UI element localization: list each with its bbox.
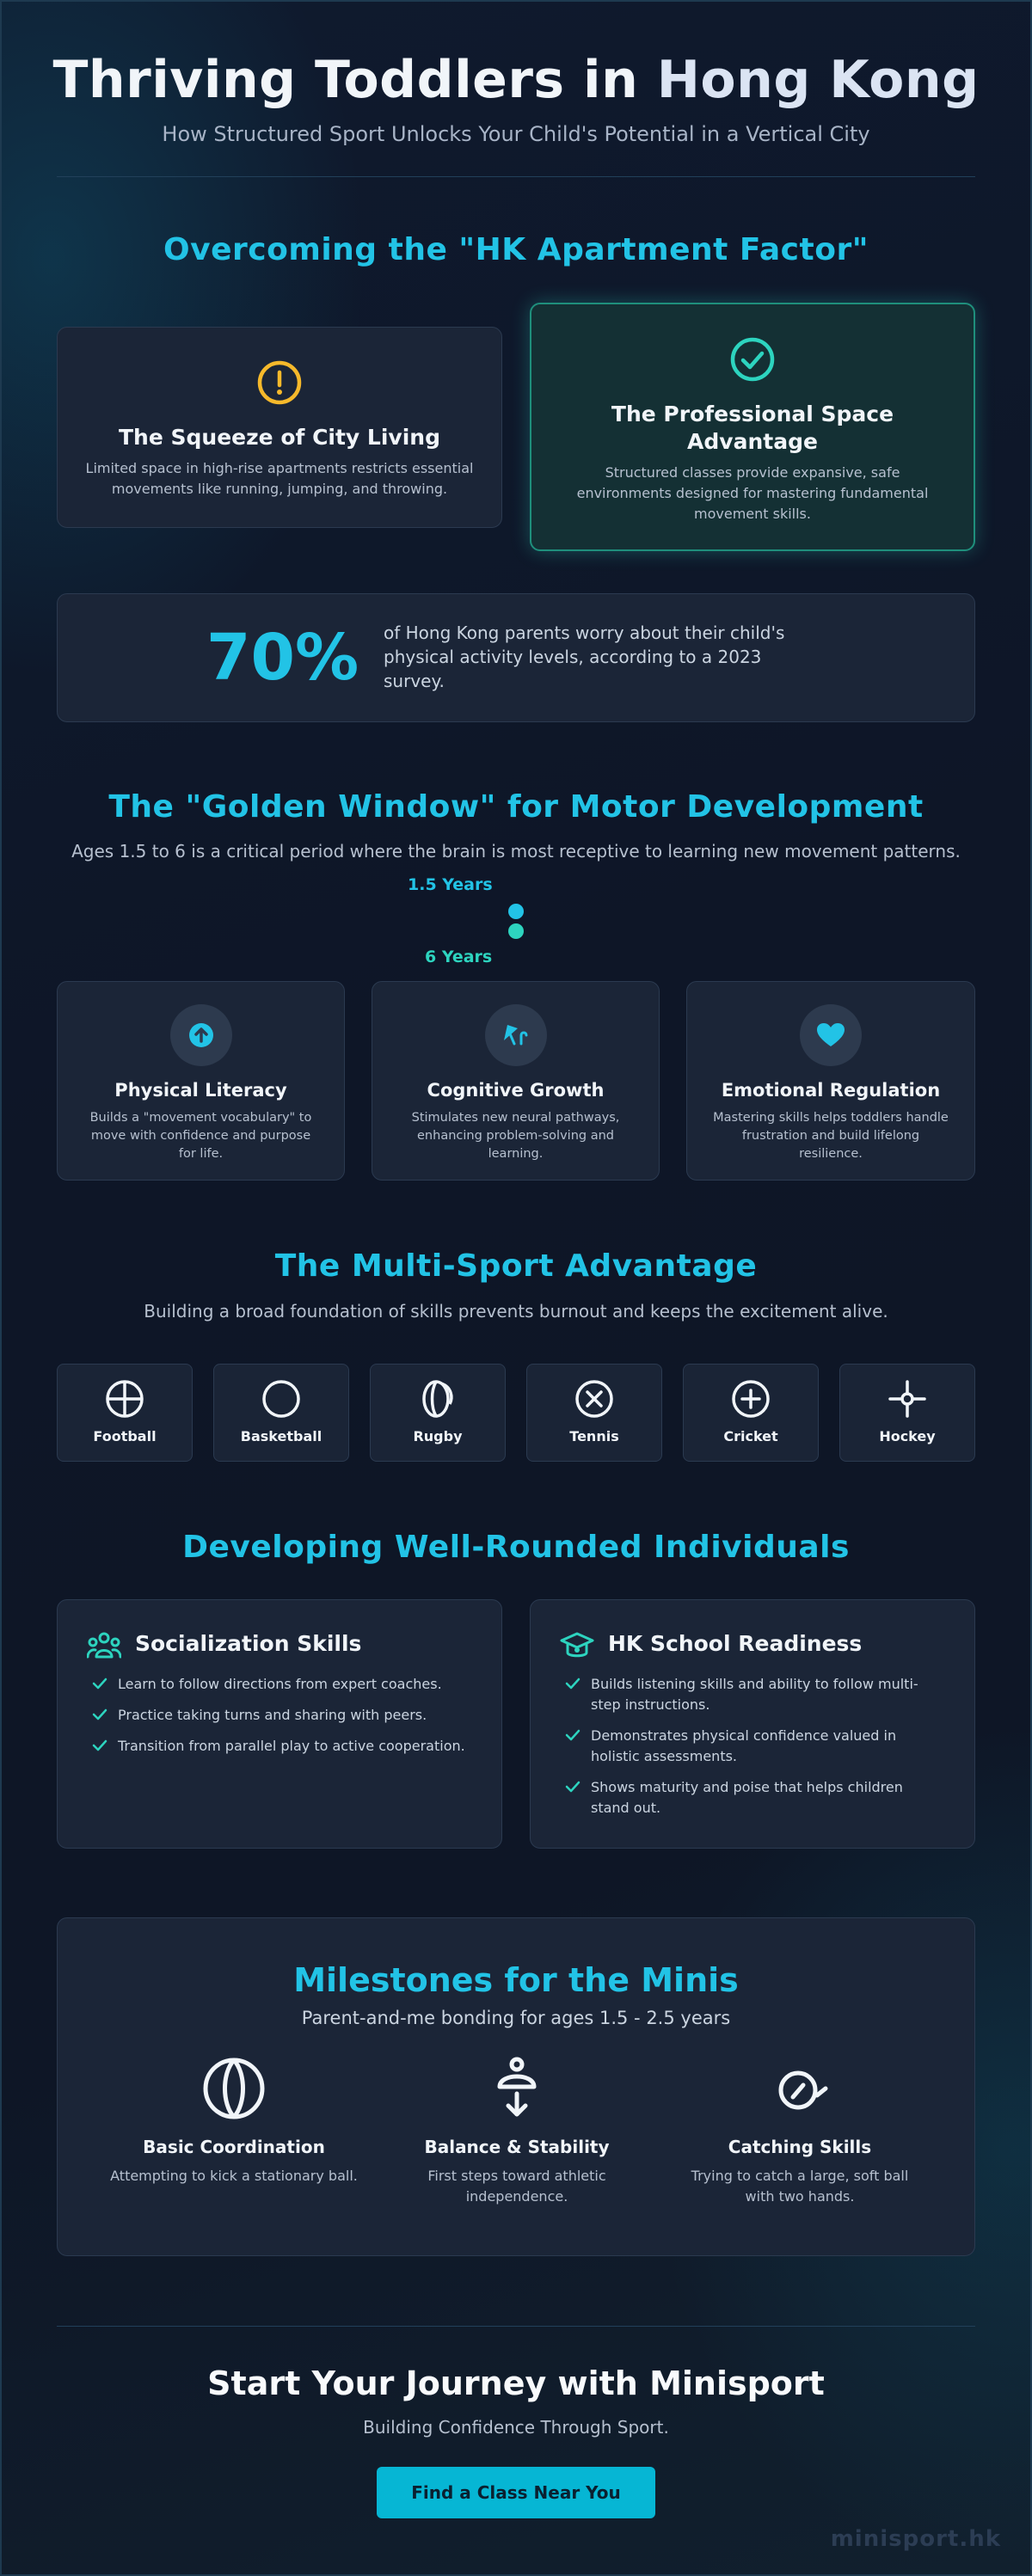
check-icon xyxy=(565,1729,580,1741)
brand-watermark: minisport.hk xyxy=(830,2526,1001,2552)
sport-rugby[interactable]: Rugby xyxy=(370,1364,506,1462)
warning-icon xyxy=(257,360,302,405)
timeline-end-dot xyxy=(508,923,524,939)
arrow-up-circle-icon xyxy=(169,1004,232,1066)
tennis-icon xyxy=(575,1380,613,1418)
balance-icon xyxy=(497,2057,537,2117)
milestone-catching-skills: Catching Skills Trying to catch a large,… xyxy=(658,2054,942,2207)
squeeze-card: The Squeeze of City Living Limited space… xyxy=(57,327,502,528)
pillar-emotional-regulation: Emotional Regulation Mastering skills he… xyxy=(686,981,975,1181)
stat-value: 70% xyxy=(206,621,359,695)
milestones-title: Milestones for the Minis xyxy=(293,1961,739,1999)
basketball-icon xyxy=(262,1380,300,1418)
check-icon xyxy=(92,1739,108,1751)
cta-subtitle: Building Confidence Through Sport. xyxy=(363,2417,669,2438)
sport-cricket[interactable]: Cricket xyxy=(683,1364,819,1462)
socialization-card-title: Socialization Skills xyxy=(135,1631,362,1656)
apartment-section-title: Overcoming the "HK Apartment Factor" xyxy=(163,232,869,267)
catch-icon xyxy=(778,2070,828,2110)
pillar-text: Mastering skills helps toddlers handle f… xyxy=(713,1111,949,1161)
pillar-cognitive-growth: Cognitive Growth Stimulates new neural p… xyxy=(372,981,660,1181)
page-title: Thriving Toddlers in Hong Kong xyxy=(52,50,980,110)
list-item: Learn to follow directions from expert c… xyxy=(92,1674,467,1695)
find-class-button[interactable]: Find a Class Near You xyxy=(377,2467,655,2518)
heart-icon xyxy=(800,1004,862,1066)
pillar-text: Stimulates new neural pathways, enhancin… xyxy=(411,1111,620,1161)
sport-basketball[interactable]: Basketball xyxy=(213,1364,349,1462)
socialization-list: Learn to follow directions from expert c… xyxy=(92,1674,467,1767)
milestone-text: First steps toward athletic independence… xyxy=(427,2168,606,2205)
sport-label: Basketball xyxy=(240,1428,322,1444)
list-item: Transition from parallel play to active … xyxy=(92,1736,467,1757)
ball-icon xyxy=(203,2058,265,2119)
football-icon xyxy=(106,1380,144,1418)
check-icon xyxy=(92,1708,108,1720)
pillar-physical-literacy: Physical Literacy Builds a "movement voc… xyxy=(57,981,345,1181)
pillar-title: Physical Literacy xyxy=(114,1080,287,1101)
golden-section-subtitle: Ages 1.5 to 6 is a critical period where… xyxy=(71,841,961,862)
hockey-icon xyxy=(888,1380,926,1418)
sport-label: Hockey xyxy=(879,1428,936,1444)
milestone-title: Catching Skills xyxy=(728,2137,872,2157)
cta-title: Start Your Journey with Minisport xyxy=(207,2364,825,2402)
pillar-text: Builds a "movement vocabulary" to move w… xyxy=(89,1111,312,1161)
running-icon xyxy=(484,1004,547,1066)
sport-label: Cricket xyxy=(723,1428,778,1444)
list-item: Practice taking turns and sharing with p… xyxy=(92,1705,467,1726)
cricket-icon xyxy=(732,1380,770,1418)
timeline-end-label: 6 Years xyxy=(425,948,493,966)
socialization-card: Socialization Skills Learn to follow dir… xyxy=(57,1599,502,1849)
divider xyxy=(57,2326,975,2327)
rugby-icon xyxy=(422,1380,453,1418)
professional-space-card-title: The Professional Space Advantage xyxy=(611,402,894,454)
multisport-section-title: The Multi-Sport Advantage xyxy=(274,1248,758,1284)
milestone-title: Balance & Stability xyxy=(424,2137,610,2157)
page-subtitle: How Structured Sport Unlocks Your Child'… xyxy=(162,122,870,146)
check-icon xyxy=(92,1677,108,1690)
squeeze-card-text: Limited space in high-rise apartments re… xyxy=(85,460,474,497)
list-item: Shows maturity and poise that helps chil… xyxy=(565,1777,940,1819)
sport-hockey[interactable]: Hockey xyxy=(839,1364,975,1462)
school-readiness-card-title: HK School Readiness xyxy=(608,1631,863,1656)
milestone-text: Attempting to kick a stationary ball. xyxy=(110,2168,358,2184)
squeeze-card-title: The Squeeze of City Living xyxy=(118,425,440,450)
milestone-text: Trying to catch a large, soft ball with … xyxy=(691,2168,909,2205)
sport-tennis[interactable]: Tennis xyxy=(526,1364,662,1462)
check-icon xyxy=(565,1781,580,1793)
milestone-basic-coordination: Basic Coordination Attempting to kick a … xyxy=(92,2054,376,2187)
timeline-start-label: 1.5 Years xyxy=(408,875,493,894)
milestones-card: Milestones for the Minis Parent-and-me b… xyxy=(57,1917,975,2256)
check-icon xyxy=(565,1677,580,1690)
school-readiness-list: Builds listening skills and ability to f… xyxy=(565,1674,940,1829)
sport-label: Rugby xyxy=(413,1428,463,1444)
professional-space-card-text: Structured classes provide expansive, sa… xyxy=(576,464,929,522)
pillar-title: Cognitive Growth xyxy=(427,1080,605,1101)
sport-label: Football xyxy=(93,1428,157,1444)
school-readiness-card: HK School Readiness Builds listening ski… xyxy=(530,1599,975,1849)
timeline-start-dot xyxy=(508,904,524,919)
people-icon xyxy=(87,1632,121,1659)
graduation-cap-icon xyxy=(560,1632,594,1658)
milestone-balance-stability: Balance & Stability First steps toward a… xyxy=(375,2054,659,2207)
list-item: Builds listening skills and ability to f… xyxy=(565,1674,940,1715)
sport-football[interactable]: Football xyxy=(57,1364,193,1462)
pillar-title: Emotional Regulation xyxy=(721,1080,941,1101)
development-section-title: Developing Well-Rounded Individuals xyxy=(182,1530,850,1565)
check-circle-icon xyxy=(730,337,775,382)
divider xyxy=(57,176,975,177)
milestone-title: Basic Coordination xyxy=(143,2137,325,2157)
sport-label: Tennis xyxy=(569,1428,619,1444)
professional-space-card: The Professional Space Advantage Structu… xyxy=(530,303,975,551)
multisport-section-subtitle: Building a broad foundation of skills pr… xyxy=(144,1301,888,1322)
milestones-subtitle: Parent-and-me bonding for ages 1.5 - 2.5… xyxy=(301,2008,731,2028)
stat-text: of Hong Kong parents worry about their c… xyxy=(384,623,785,691)
list-item: Demonstrates physical confidence valued … xyxy=(565,1726,940,1767)
stat-card xyxy=(57,593,975,722)
golden-section-title: The "Golden Window" for Motor Developmen… xyxy=(108,789,924,825)
